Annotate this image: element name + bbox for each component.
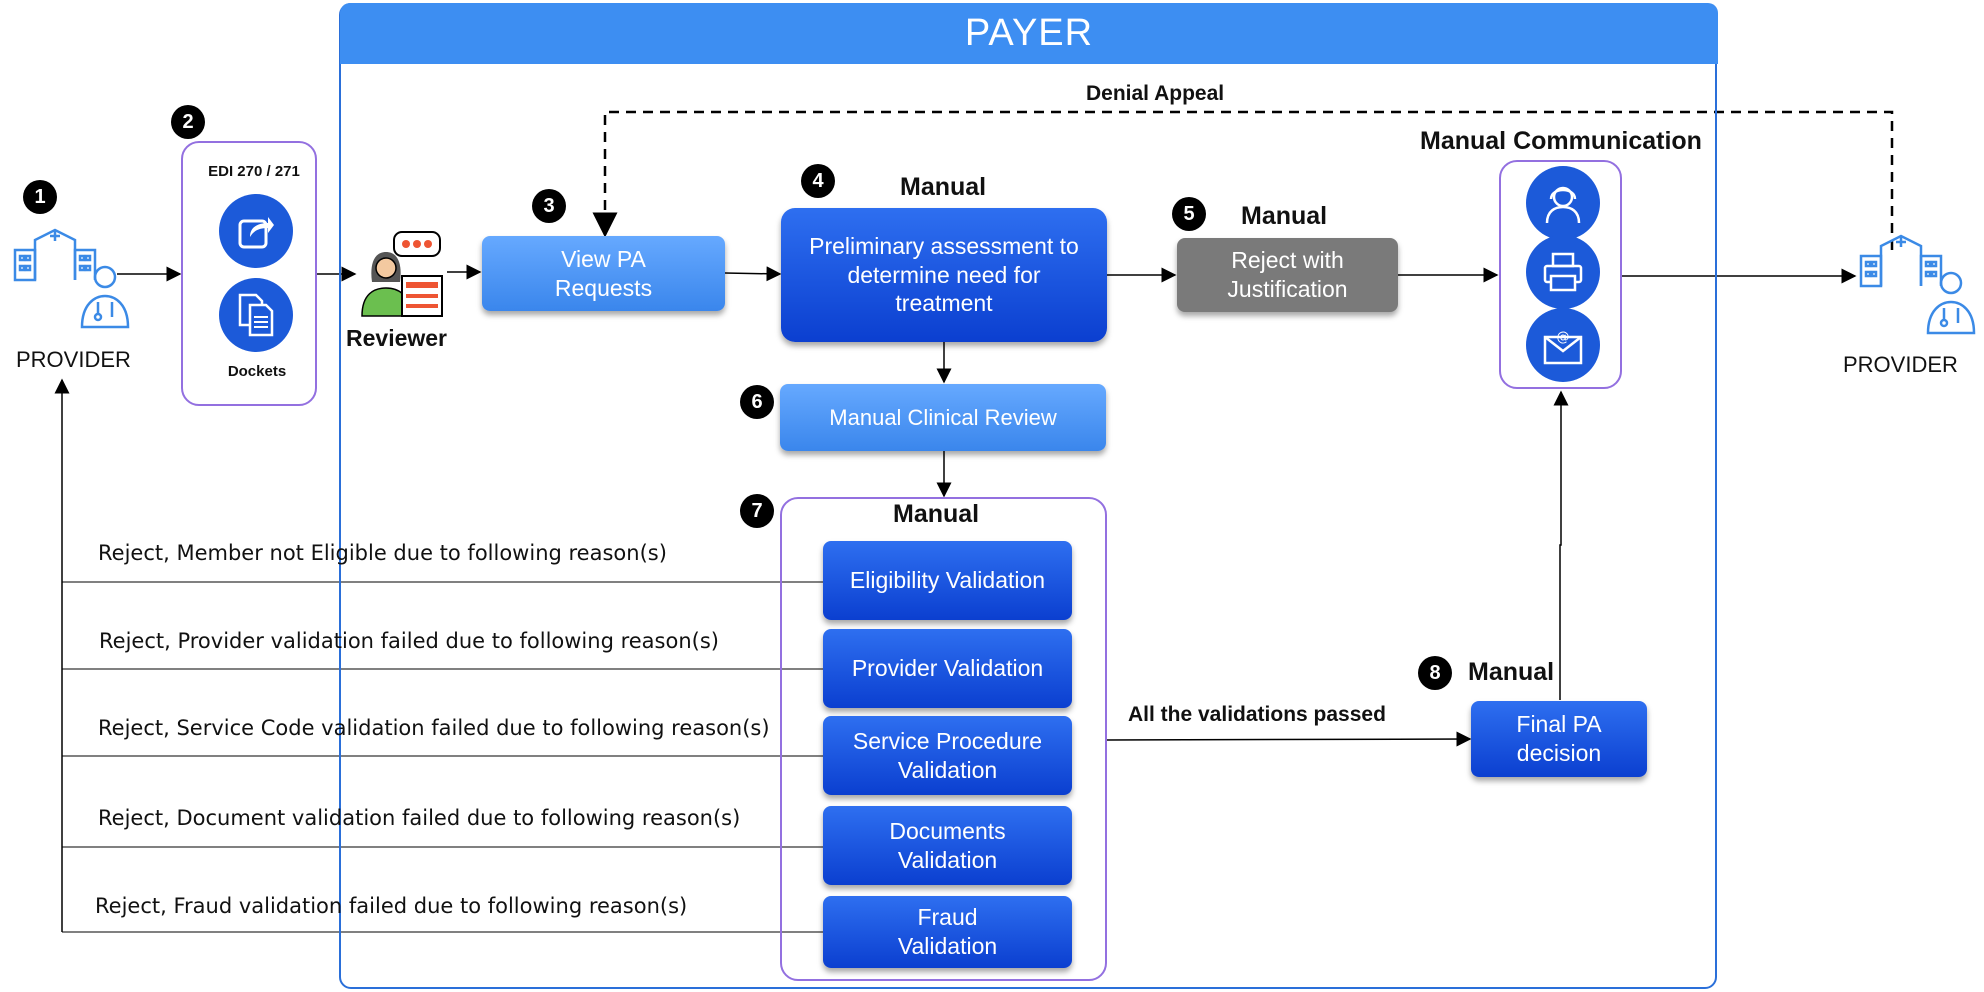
eligibility-validation-box: Eligibility Validation [823, 541, 1072, 620]
all-validations-passed-label: All the validations passed [1128, 703, 1386, 726]
reject-justification-box: Reject with Justification [1177, 238, 1398, 312]
edi-box [181, 141, 317, 406]
manual-clinical-review-box: Manual Clinical Review [780, 384, 1106, 451]
step-1-badge: 1 [23, 180, 57, 214]
step-7-badge: 7 [740, 494, 774, 528]
documents-icon [219, 278, 293, 352]
manual-label-5: Manual [1241, 202, 1328, 230]
provider-validation-box: Provider Validation [823, 629, 1072, 708]
preliminary-assessment-box: Preliminary assessment to determine need… [781, 208, 1107, 342]
edi-title: EDI 270 / 271 [208, 163, 300, 180]
reason-service-code: Reject, Service Code validation failed d… [98, 716, 770, 740]
reason-eligibility: Reject, Member not Eligible due to follo… [98, 541, 667, 565]
service-procedure-validation-box: Service Procedure Validation [823, 716, 1072, 795]
step-3-badge: 3 [532, 189, 566, 223]
provider-right-icon [1856, 228, 1981, 338]
fraud-validation-box: Fraud Validation [823, 896, 1072, 968]
payer-title: PAYER [340, 3, 1718, 64]
documents-validation-box: Documents Validation [823, 806, 1072, 885]
headset-icon [1526, 166, 1600, 240]
denial-appeal-label: Denial Appeal [1086, 82, 1225, 105]
dockets-label: Dockets [227, 363, 287, 380]
svg-text:@: @ [1557, 330, 1570, 345]
provider-right-label: PROVIDER [1843, 352, 1958, 377]
step-6-badge: 6 [740, 385, 774, 419]
step-8-badge: 8 [1418, 656, 1452, 690]
manual-communication-label: Manual Communication [1420, 127, 1702, 155]
reason-fraud: Reject, Fraud validation failed due to f… [95, 894, 688, 918]
reviewer-label: Reviewer [346, 325, 448, 351]
reason-document: Reject, Document validation failed due t… [98, 806, 741, 830]
share-icon [219, 194, 293, 268]
printer-icon [1526, 235, 1600, 309]
reviewer-icon [356, 230, 446, 320]
validations-container [780, 497, 1107, 981]
final-pa-decision-box: Final PA decision [1471, 701, 1647, 777]
step-5-badge: 5 [1172, 197, 1206, 231]
manual-label-7: Manual [893, 500, 980, 528]
step-2-badge: 2 [171, 105, 205, 139]
reason-provider: Reject, Provider validation failed due t… [99, 629, 719, 653]
email-icon: @ [1526, 308, 1600, 382]
provider-left-icon [10, 222, 135, 332]
communication-box [1499, 160, 1622, 389]
manual-label-4: Manual [900, 173, 987, 201]
provider-left-label: PROVIDER [16, 347, 131, 372]
manual-label-8: Manual [1468, 658, 1555, 686]
step-4-badge: 4 [801, 164, 835, 198]
view-pa-requests-box: View PA Requests [482, 236, 725, 311]
